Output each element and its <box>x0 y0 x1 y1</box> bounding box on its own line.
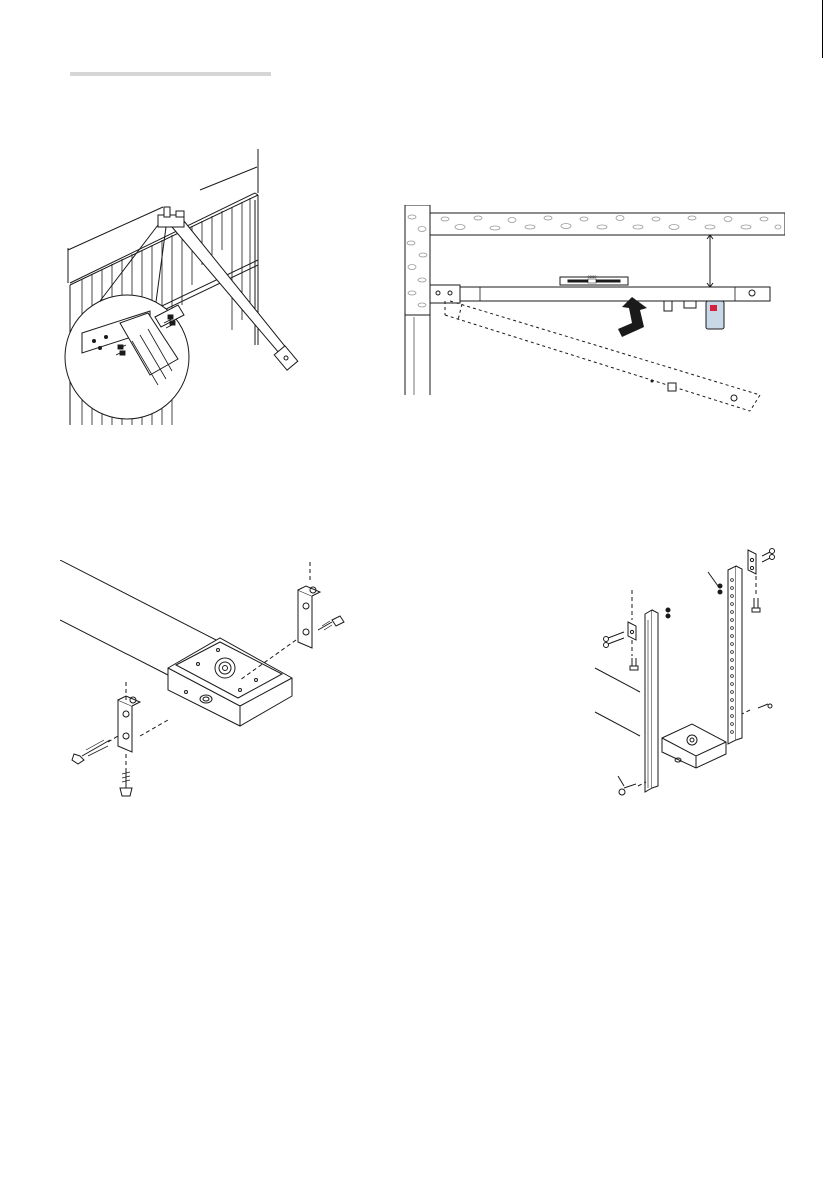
figure-motor-brackets <box>60 560 370 805</box>
figure-extension-profiles <box>580 540 780 810</box>
crop-mark <box>822 0 823 58</box>
figure-door-bracket <box>60 145 335 425</box>
figure-ceiling-mount: 0000 <box>400 205 785 420</box>
section-rule <box>70 72 271 76</box>
svg-text:0000: 0000 <box>588 274 598 279</box>
